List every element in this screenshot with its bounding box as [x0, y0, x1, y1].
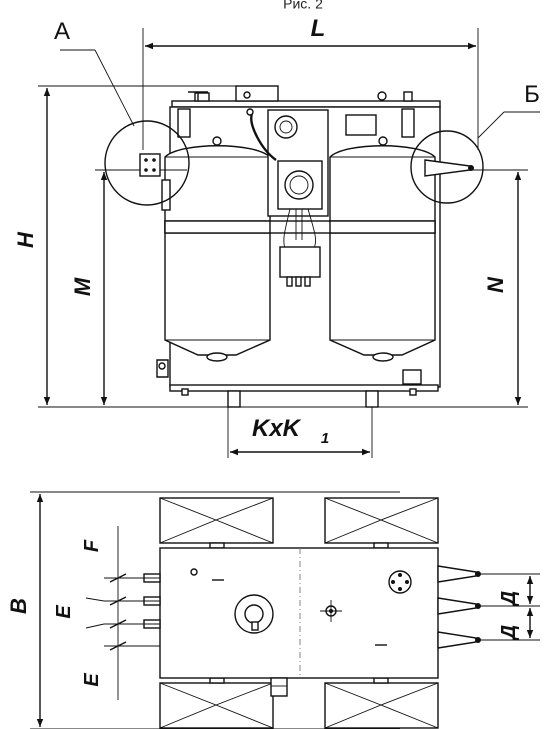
- callout-a-label: А: [54, 18, 70, 45]
- callout-b-label: Б: [524, 81, 540, 108]
- dimension-e1-label: E: [53, 605, 75, 619]
- dimension-k-subscript: 1: [321, 430, 329, 447]
- callout-a-circle: [104, 120, 190, 206]
- dimension-d2-label: Д: [498, 625, 520, 641]
- callout-b-circle: [410, 130, 484, 204]
- dimension-e2-label: E: [81, 673, 103, 687]
- dimension-l-label: L: [311, 15, 326, 42]
- dimension-n-label: N: [483, 276, 508, 293]
- figure-caption: Рис. 2: [283, 0, 323, 12]
- left-skid: [227, 390, 241, 408]
- dimension-b-label: B: [6, 598, 31, 614]
- plan-view: B: [6, 491, 540, 729]
- dimension-m-label: M: [70, 277, 95, 296]
- tank-plan: [159, 547, 439, 679]
- front-view: L: [13, 15, 540, 458]
- left-coil-cylinder: [164, 145, 271, 356]
- terminal-box: [279, 246, 321, 278]
- dimension-f-label: F: [81, 539, 103, 552]
- right-coil-cylinder: [329, 145, 436, 356]
- dimension-k-label: KxK: [252, 415, 302, 442]
- dimension-h-label: H: [13, 231, 38, 248]
- tank-lid: [171, 100, 441, 108]
- dimension-d1-label: Д: [498, 591, 520, 607]
- right-skid: [365, 390, 379, 408]
